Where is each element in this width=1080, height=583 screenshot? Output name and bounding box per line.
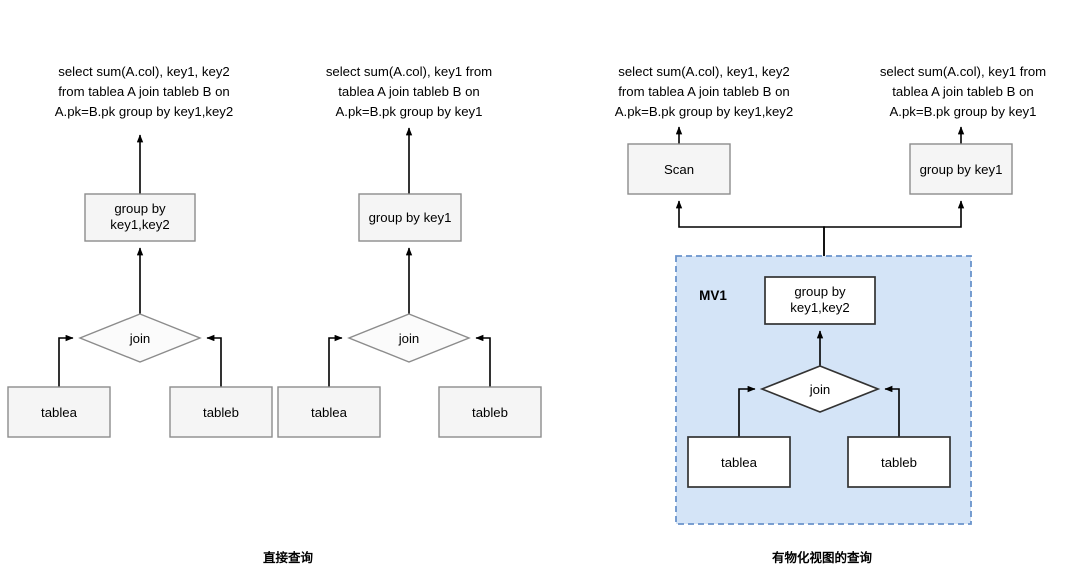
plan-b-query-line1: select sum(A.col), key1 from — [326, 64, 492, 79]
plan-a-query-line3: A.pk=B.pk group by key1,key2 — [55, 104, 234, 119]
plan-c-query-line2: from tablea A join tableb B on — [618, 84, 790, 99]
plan-a-query-line1: select sum(A.col), key1, key2 — [58, 64, 230, 79]
plan-a-tableb-box[interactable] — [169, 386, 273, 438]
plan-d-groupby-label: group by key1 — [920, 162, 1003, 177]
mv1-tableb-box[interactable] — [847, 436, 951, 488]
plan-b-groupby-box[interactable] — [358, 193, 462, 242]
plan-a-query-line2: from tablea A join tableb B on — [58, 84, 230, 99]
plan-b-groupby-label: group by key1 — [369, 210, 452, 225]
plan-d-query-line2: tablea A join tableb B on — [892, 84, 1034, 99]
mv1-join-label: join — [809, 382, 831, 397]
plan-b-tablea-box[interactable] — [277, 386, 381, 438]
plan-a-edge-tablea-to-join — [58, 334, 74, 387]
plan-b-tableb-box[interactable] — [438, 386, 542, 438]
mv1-edge-tableb-to-join — [884, 385, 900, 437]
plan-c-query-line1: select sum(A.col), key1, key2 — [618, 64, 790, 79]
mv1-join-diamond[interactable] — [759, 365, 881, 413]
plan-a-edge-tableb-to-join — [206, 334, 222, 387]
mv1-groupby-box[interactable] — [764, 276, 876, 325]
left-panel-caption: 直接查询 — [263, 550, 314, 565]
mv1-tablea-box[interactable] — [687, 436, 791, 488]
plan-a-groupby-box[interactable] — [84, 193, 196, 242]
plan-b-group: select sum(A.col), key1 from tablea A jo… — [277, 64, 542, 438]
plan-a-group: select sum(A.col), key1, key2 from table… — [7, 64, 273, 438]
plan-a-join-diamond[interactable] — [78, 313, 202, 363]
plan-a-groupby-label-line2: key1,key2 — [110, 217, 169, 232]
plan-b-query-line3: A.pk=B.pk group by key1 — [336, 104, 483, 119]
plan-b-tablea-label: tablea — [311, 405, 348, 420]
plan-b-join-diamond[interactable] — [347, 313, 471, 363]
plan-c-group: select sum(A.col), key1, key2 from table… — [615, 64, 794, 195]
right-panel-caption: 有物化视图的查询 — [772, 550, 873, 565]
plan-a-groupby-label-line1: group by — [114, 201, 166, 216]
plan-b-query-line2: tablea A join tableb B on — [338, 84, 480, 99]
plan-d-query-line3: A.pk=B.pk group by key1 — [890, 104, 1037, 119]
mv-edge-to-scan — [675, 200, 825, 256]
plan-a-join-label: join — [129, 331, 151, 346]
plan-b-edge-tablea-to-join — [328, 334, 343, 387]
plan-a-tablea-box[interactable] — [7, 386, 111, 438]
plan-c-query-line3: A.pk=B.pk group by key1,key2 — [615, 104, 794, 119]
mv1-tableb-label: tableb — [881, 455, 917, 470]
mv-edge-to-groupby-key1 — [823, 200, 965, 256]
plan-c-scan-box[interactable] — [627, 143, 731, 195]
mv1-tablea-label: tablea — [721, 455, 758, 470]
mv1-groupby-label-line1: group by — [794, 284, 846, 299]
plan-c-scan-label: Scan — [664, 162, 694, 177]
mv1-edge-tablea-to-join — [738, 385, 756, 437]
mv1-plan-group: group by key1,key2 join tablea tableb — [687, 276, 951, 488]
mv1-label: MV1 — [699, 288, 727, 303]
plan-b-tableb-label: tableb — [472, 405, 508, 420]
plan-b-join-label: join — [398, 331, 420, 346]
plan-d-group: select sum(A.col), key1 from tablea A jo… — [880, 64, 1046, 195]
plan-b-edge-tableb-to-join — [475, 334, 491, 387]
plan-d-query-line1: select sum(A.col), key1 from — [880, 64, 1046, 79]
plan-a-tableb-label: tableb — [203, 405, 239, 420]
plan-d-groupby-box[interactable] — [909, 143, 1013, 195]
plan-a-tablea-label: tablea — [41, 405, 78, 420]
mv1-groupby-label-line2: key1,key2 — [790, 300, 849, 315]
